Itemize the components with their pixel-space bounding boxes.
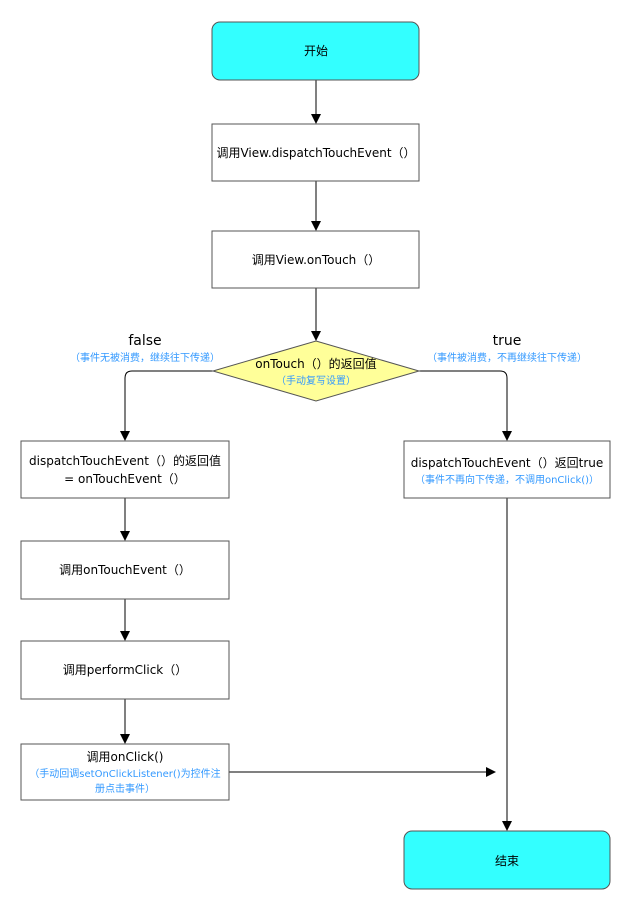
decision-note: （手动复写设置） xyxy=(276,374,356,387)
end-node: 结束 xyxy=(403,830,611,890)
branch-false: false （事件无被消费，继续往下传递） xyxy=(70,333,220,364)
start-shape xyxy=(211,21,420,81)
call-ontouch-label: 调用View.onTouch（） xyxy=(252,253,381,267)
call-ontouch-shape xyxy=(211,230,420,289)
edge-decision-false xyxy=(120,370,213,441)
call-onclick-shape xyxy=(20,743,230,801)
dispatch-return-false-shape xyxy=(20,440,230,499)
call-performclick-label: 调用performClick（） xyxy=(63,663,188,677)
true-label: true xyxy=(493,333,522,349)
dispatch-return-false-line2: = onTouchEvent（） xyxy=(64,472,186,486)
end-shape xyxy=(403,830,611,890)
false-label: false xyxy=(128,333,161,349)
false-note: （事件无被消费，继续往下传递） xyxy=(70,351,220,364)
start-node: 开始 xyxy=(211,21,420,81)
dispatch-return-true-note: （事件不再向下传递，不调用onClick()） xyxy=(415,473,599,486)
edge-decision-true xyxy=(419,370,512,441)
true-note: （事件被消费，不再继续往下传递） xyxy=(427,351,587,364)
call-dispatch-node: 调用View.dispatchTouchEvent（） xyxy=(211,123,420,182)
start-label: 开始 xyxy=(304,44,328,58)
call-ontouchevent-shape xyxy=(20,540,230,600)
call-ontouch-node: 调用View.onTouch（） xyxy=(211,230,420,289)
call-performclick-shape xyxy=(20,640,230,700)
edges xyxy=(120,80,512,831)
call-dispatch-label: 调用View.dispatchTouchEvent（） xyxy=(216,146,415,160)
decision-label: onTouch（）的返回值 xyxy=(255,356,376,371)
branch-true: true （事件被消费，不再继续往下传递） xyxy=(427,333,587,364)
decision-node: onTouch（）的返回值 （手动复写设置） xyxy=(211,340,421,402)
dispatch-return-true-shape xyxy=(403,440,611,499)
call-onclick-note-line2: 册点击事件） xyxy=(95,782,155,795)
decision-shape xyxy=(211,340,421,402)
call-ontouchevent-label: 调用onTouchEvent（） xyxy=(59,563,191,577)
end-label: 结束 xyxy=(495,854,519,868)
call-performclick-node: 调用performClick（） xyxy=(20,640,230,700)
dispatch-return-true-label: dispatchTouchEvent（）返回true xyxy=(411,456,604,470)
call-onclick-note-line1: （手动回调setOnClickListener()为控件注 xyxy=(29,767,220,780)
dispatch-return-false-node: dispatchTouchEvent（）的返回值 = onTouchEvent（… xyxy=(20,440,230,499)
call-onclick-node: 调用onClick() （手动回调setOnClickListener()为控件… xyxy=(20,743,230,801)
dispatch-return-false-line1: dispatchTouchEvent（）的返回值 xyxy=(29,453,221,468)
dispatch-return-true-node: dispatchTouchEvent（）返回true （事件不再向下传递，不调用… xyxy=(403,440,611,499)
call-dispatch-shape xyxy=(211,123,420,182)
call-ontouchevent-node: 调用onTouchEvent（） xyxy=(20,540,230,600)
call-onclick-label: 调用onClick() xyxy=(87,750,164,764)
